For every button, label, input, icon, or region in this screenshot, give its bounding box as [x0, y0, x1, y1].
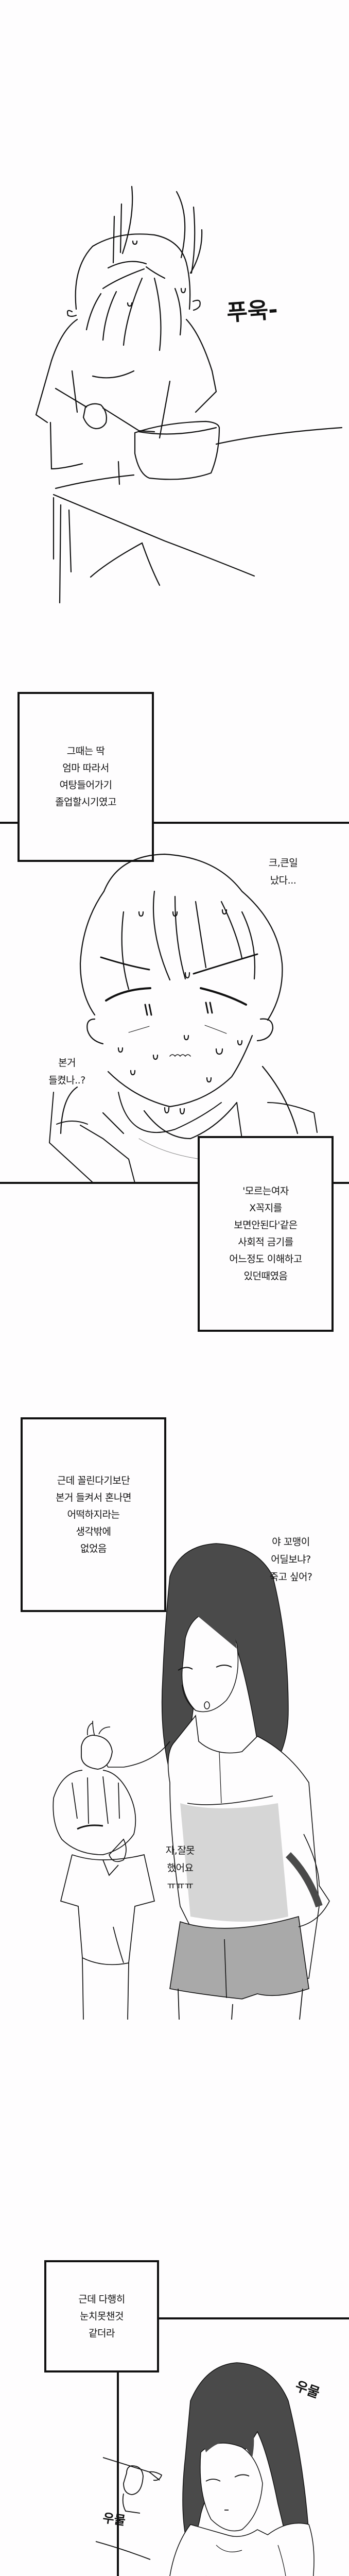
sfx-chewing-bottom: 우물 — [101, 2511, 127, 2528]
caption-text: '모르는여자 X꼭지를 보면안된다'같은 사회적 금기를 어느정도 이해하고 있… — [229, 1185, 302, 1282]
panel-border — [0, 822, 349, 824]
woman-scolding-child-illustration — [53, 1543, 330, 2020]
speech-bubble-worry: 본거 들켰나..? — [48, 1057, 85, 1086]
speech-bubble-panic: 크,큰일 났다... — [268, 857, 298, 886]
panel-2: 그때는 딱 엄마 따라서 여탕들어가기 졸업할시기였고 — [0, 685, 349, 1140]
panel-3: '모르는여자 X꼭지를 보면안된다'같은 사회적 금기를 어느정도 이해하고 있… — [0, 1082, 349, 1332]
panel-1: 푸욱- — [0, 0, 349, 685]
panel-border-top — [159, 2317, 349, 2319]
woman-eating-illustration — [95, 2362, 315, 2576]
caption-text: 근데 꼴린다기보단 본거 들켜서 혼나면 어떡하지라는 생각밖에 없었음 — [56, 1475, 131, 1554]
narration-caption: 그때는 딱 엄마 따라서 여탕들어가기 졸업할시기였고 — [18, 692, 154, 862]
sfx-text: 푸욱- — [225, 296, 279, 327]
caption-text: 근데 다행히 눈치못챈것 같더라 — [78, 2293, 125, 2339]
panel-border — [0, 1182, 349, 1184]
narration-caption: 근데 다행히 눈치못챈것 같더라 — [44, 2260, 159, 2372]
child-stirring-illustration — [35, 185, 343, 604]
panel-4: 근데 꼴린다기보단 본거 들켜서 혼나면 어떡하지라는 생각밖에 없었음 — [0, 1288, 349, 2020]
narration-caption: '모르는여자 X꼭지를 보면안된다'같은 사회적 금기를 어느정도 이해하고 있… — [198, 1136, 334, 1332]
panel-5: 근데 다행히 눈치못챈것 같더라 우물 우물 — [0, 2215, 349, 2576]
speech-bubble-apology: 자,잘못 했어요 ㅠㅠㅠ — [165, 1845, 195, 1891]
sweating-child-illustration — [60, 853, 299, 1140]
speech-bubble-threat: 야 꼬맹이 어딜보냐? 죽고 싶어? — [269, 1536, 312, 1583]
narration-caption: 근데 꼴린다기보단 본거 들켜서 혼나면 어떡하지라는 생각밖에 없었음 — [21, 1417, 166, 1612]
caption-text: 그때는 딱 엄마 따라서 여탕들어가기 졸업할시기였고 — [55, 745, 116, 808]
panel-border-left — [117, 2370, 119, 2576]
